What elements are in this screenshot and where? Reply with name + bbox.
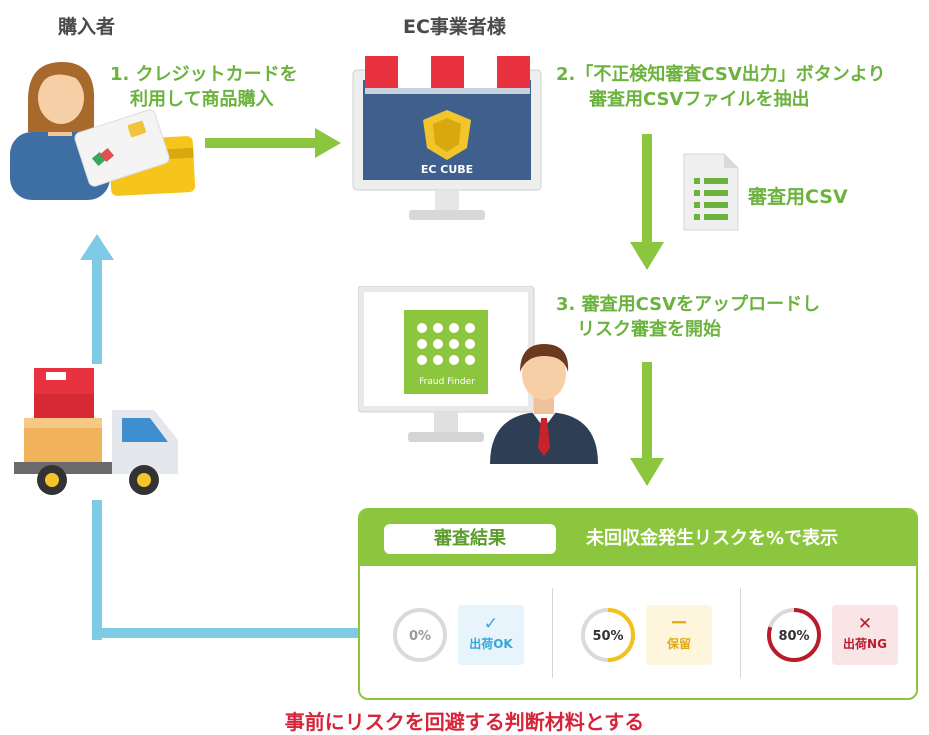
buyer-label: 購入者 [58, 16, 116, 38]
arrow-up-icon [80, 234, 114, 364]
risk-gauge: 80% [767, 608, 821, 662]
fraud-finder-monitor-illustration [358, 286, 535, 442]
status-mark-icon: ✓ [483, 614, 499, 634]
step3-line1: 3. 審査用CSVをアップロードし [556, 294, 821, 315]
csv-file-icon [683, 153, 739, 231]
step1-line2: 利用して商品購入 [130, 89, 274, 110]
status-label: 出荷OK [469, 637, 513, 651]
ec-cube-logo-text: EC CUBE [420, 163, 474, 176]
gauge-fill [581, 608, 635, 662]
fraud-finder-logo-text: Fraud Finder [419, 377, 475, 387]
result-divider [552, 588, 553, 678]
status-mark-icon: ✕ [857, 614, 873, 634]
step1-line1: 1. クレジットカードを [110, 64, 298, 85]
result-divider [740, 588, 741, 678]
step2-line2: 審査用CSVファイルを抽出 [589, 89, 810, 110]
footer-message: 事前にリスクを回避する判断材料とする [284, 710, 645, 734]
status-badge: ー保留 [646, 605, 712, 665]
status-badge: ✓ 出荷OK [458, 605, 524, 665]
ec-store-monitor-illustration [352, 56, 542, 220]
status-mark-icon: ー [670, 614, 688, 634]
arrow-right-icon [205, 128, 341, 158]
result-description: 未回収金発生リスクを%で表示 [586, 528, 839, 549]
businessman-illustration [490, 344, 598, 464]
gauge-percent: 0% [409, 629, 431, 644]
gauge-track [393, 608, 447, 662]
arrow-down-icon [630, 134, 664, 270]
risk-gauge: 0% [393, 608, 447, 662]
step2-line1: 2.「不正検知審査CSV出力」ボタンより [556, 64, 886, 85]
status-badge: ✕ 出荷NG [832, 605, 898, 665]
buyer-with-card-illustration [10, 62, 196, 200]
gauge-percent: 50% [592, 629, 623, 644]
risk-gauge: 50% [581, 608, 635, 662]
status-label: 保留 [666, 637, 691, 651]
merchant-label: EC事業者様 [403, 16, 506, 38]
review-result-panel: 審査結果 未回収金発生リスクを%で表示 0% ✓ 出荷OK 50% ー保留 80% ✕ 出荷N… [358, 508, 918, 700]
gauge-percent: 80% [778, 629, 809, 644]
arrow-down-icon [630, 362, 664, 486]
step3-line2: リスク審査を開始 [577, 319, 721, 340]
return-line-connector [92, 500, 368, 640]
gauge-fill [767, 608, 821, 662]
result-title: 審査結果 [384, 524, 556, 554]
csv-label: 審査用CSV [748, 186, 848, 208]
result-header: 審査結果 未回収金発生リスクを%で表示 [360, 510, 916, 566]
status-label: 出荷NG [843, 637, 887, 651]
delivery-truck-illustration [14, 368, 178, 495]
